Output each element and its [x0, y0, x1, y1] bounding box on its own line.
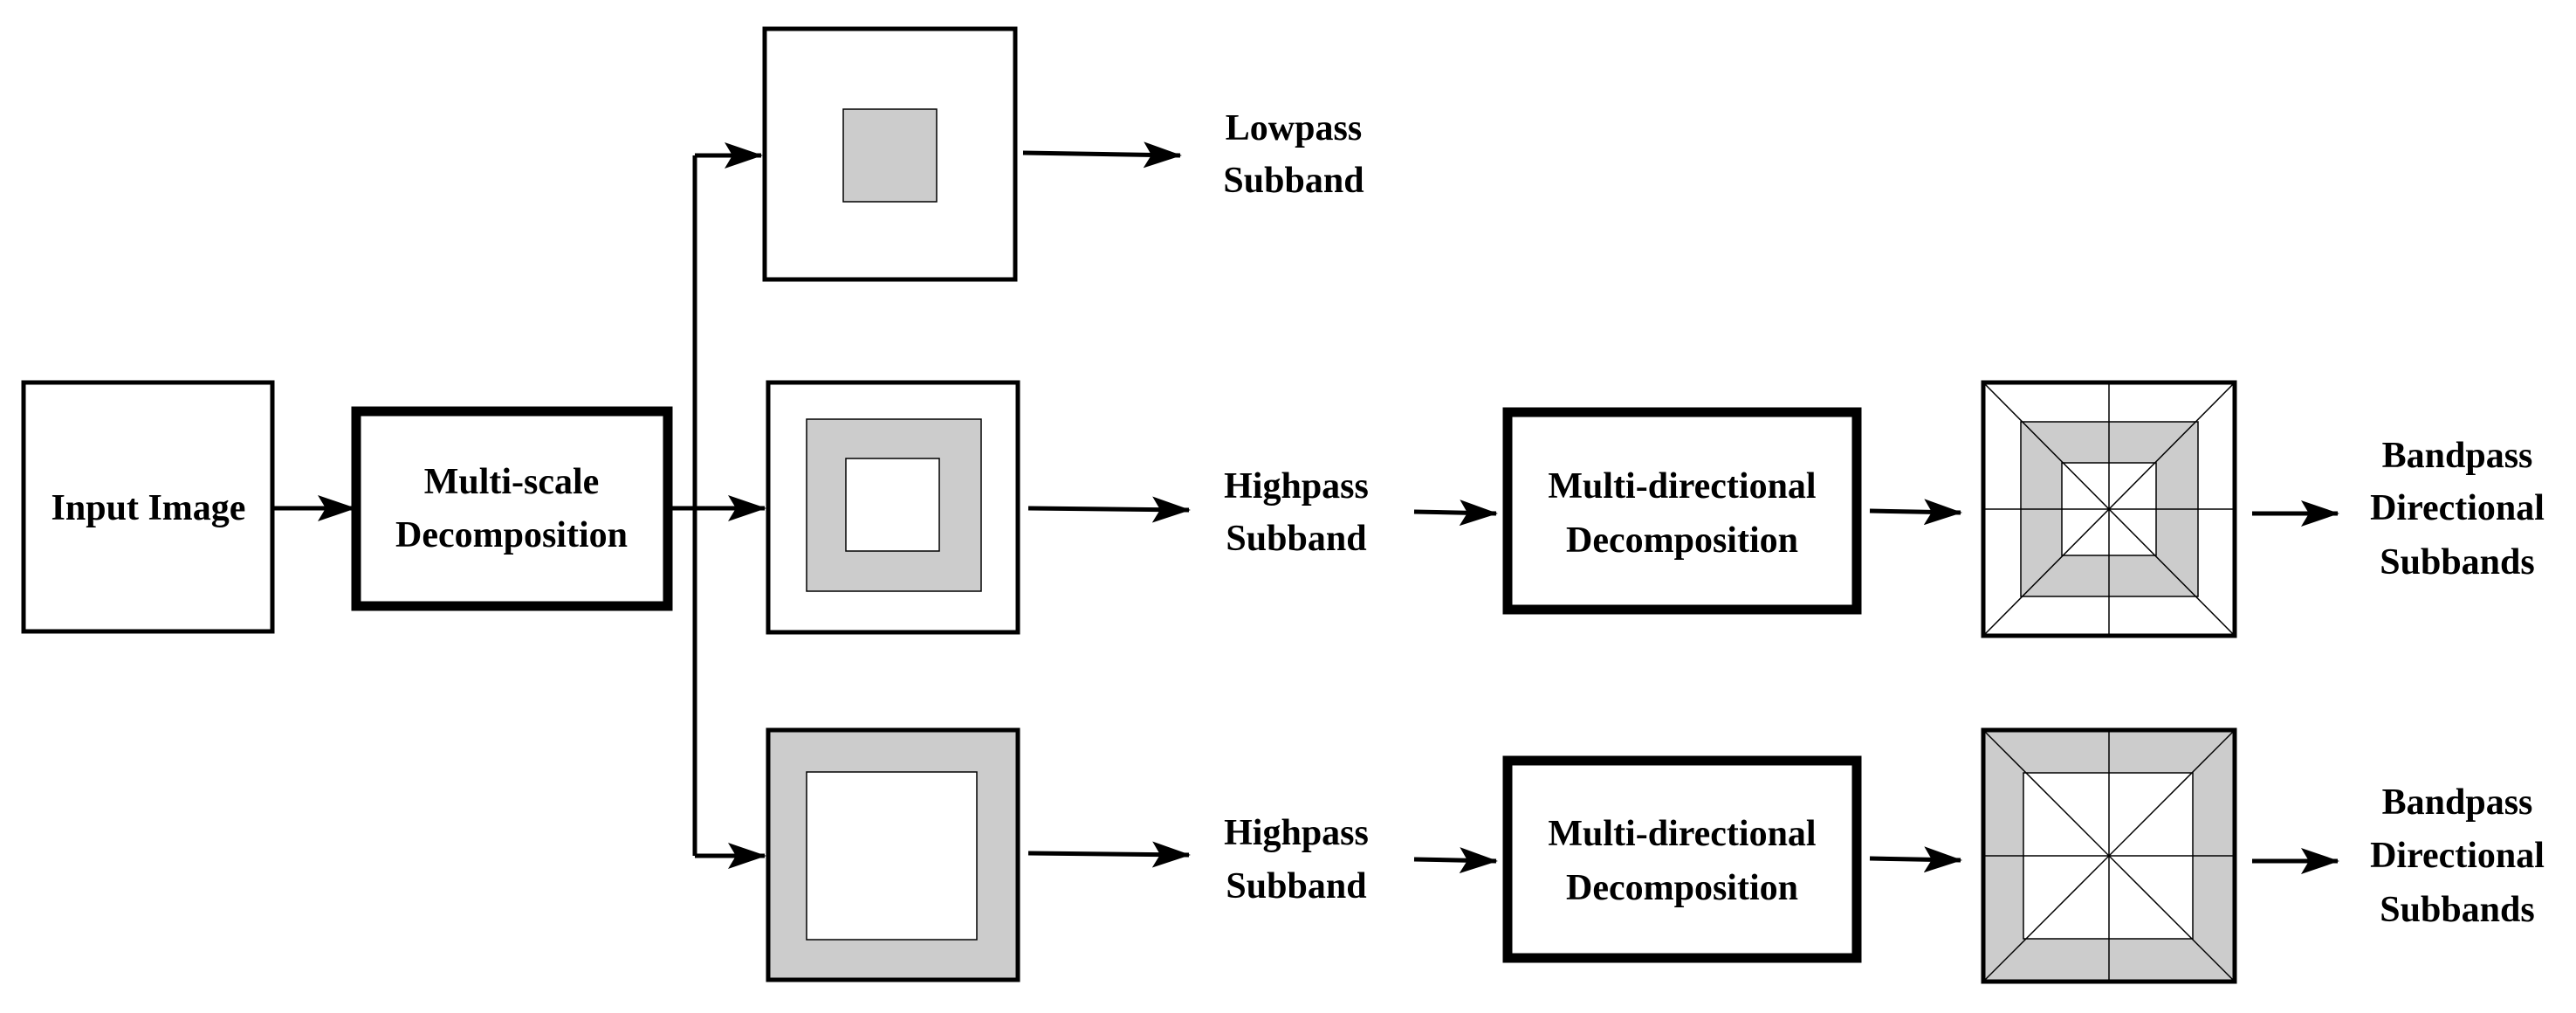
input-image-node: Input Image [21, 380, 275, 634]
lowpass-subband-frame [762, 26, 1018, 282]
highpass-subband-label-2: Highpass Subband [1224, 813, 1369, 906]
bandpass-1-label-line3: Subbands [2380, 542, 2535, 582]
highpass-2-label-line2: Subband [1226, 866, 1366, 906]
bandpass-1-label-line2: Directional [2370, 488, 2545, 528]
multidirectional-decomposition-node-1: Multi-directional Decomposition [1502, 407, 1862, 615]
bandpass-directional-subbands-label-2: Bandpass Directional Subbands [2370, 782, 2545, 930]
arrow-lowpass-to-label [1022, 141, 1182, 169]
multidirectional-decomposition-node-2: Multi-directional Decomposition [1502, 755, 1862, 963]
multidirectional-2-label-line2: Decomposition [1566, 868, 1798, 908]
directional-subbands-frame-2 [1981, 727, 2237, 984]
highpass-1-label-line2: Subband [1226, 519, 1366, 559]
multidirectional-2-label-line1: Multi-directional [1548, 814, 1816, 854]
multidirectional-1-label-line2: Decomposition [1566, 520, 1798, 561]
multiscale-label-line1: Multi-scale [424, 462, 600, 502]
highpass-subband-frame-1 [766, 380, 1020, 635]
lowpass-label-line2: Subband [1223, 161, 1364, 201]
lowpass-label-line1: Lowpass [1226, 108, 1362, 148]
multidirectional-1-label-line1: Multi-directional [1548, 466, 1816, 507]
multiscale-label-line2: Decomposition [395, 515, 628, 555]
directional-subbands-frame-1 [1981, 380, 2237, 638]
arrow-highpass-1-to-multidirectional [1413, 500, 1498, 527]
bandpass-directional-subbands-label-1: Bandpass Directional Subbands [2370, 436, 2545, 582]
highpass-2-label-line1: Highpass [1224, 813, 1369, 853]
multiscale-decomposition-node: Multi-scale Decomposition [351, 406, 673, 611]
arrow-highpass-frame-1-to-label [1027, 496, 1191, 523]
arrow-highpass-frame-2-to-label [1027, 841, 1191, 868]
arrow-highpass-2-to-multidirectional [1413, 847, 1498, 874]
bandpass-1-label-line1: Bandpass [2382, 436, 2533, 476]
highpass-1-label-line1: Highpass [1224, 466, 1369, 507]
bandpass-2-label-line1: Bandpass [2382, 782, 2533, 823]
highpass-subband-frame-2 [766, 727, 1020, 982]
arrow-multidirectional-2-to-frame [1869, 846, 1962, 873]
lowpass-subband-label: Lowpass Subband [1223, 108, 1364, 201]
arrow-multidirectional-1-to-frame [1869, 499, 1962, 526]
highpass-subband-label-1: Highpass Subband [1224, 466, 1369, 559]
input-image-label: Input Image [52, 488, 246, 528]
bandpass-2-label-line2: Directional [2370, 836, 2545, 876]
bandpass-2-label-line3: Subbands [2380, 890, 2535, 930]
